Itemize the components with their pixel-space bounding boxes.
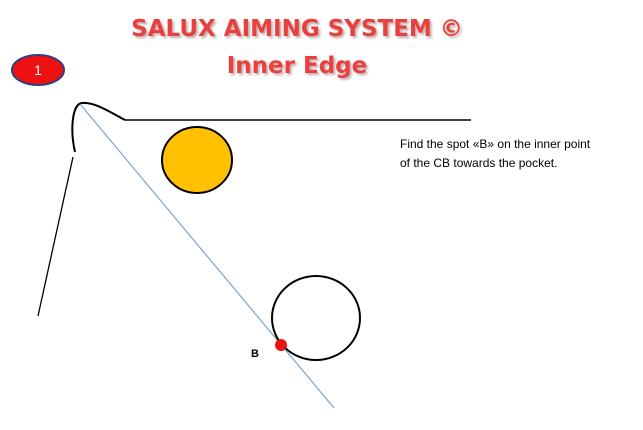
pocket-jaw (71, 101, 126, 153)
step-badge: 1 (11, 54, 65, 86)
object-ball (161, 126, 233, 194)
title-line1: SALUX AIMING SYSTEM © (131, 16, 463, 42)
contact-point-b (275, 339, 287, 351)
step-number: 1 (34, 62, 42, 78)
step-badge-shape (11, 54, 65, 86)
instruction-line1: Find the spot «B» on the inner point (400, 137, 591, 151)
left-rail (37, 156, 74, 317)
instruction-line2: of the CB towards the pocket. (400, 156, 557, 170)
cue-ball-ghost (271, 275, 361, 361)
point-label-b: B (251, 348, 259, 360)
aim-line (79, 103, 335, 409)
title-line2: Inner Edge (227, 53, 368, 79)
